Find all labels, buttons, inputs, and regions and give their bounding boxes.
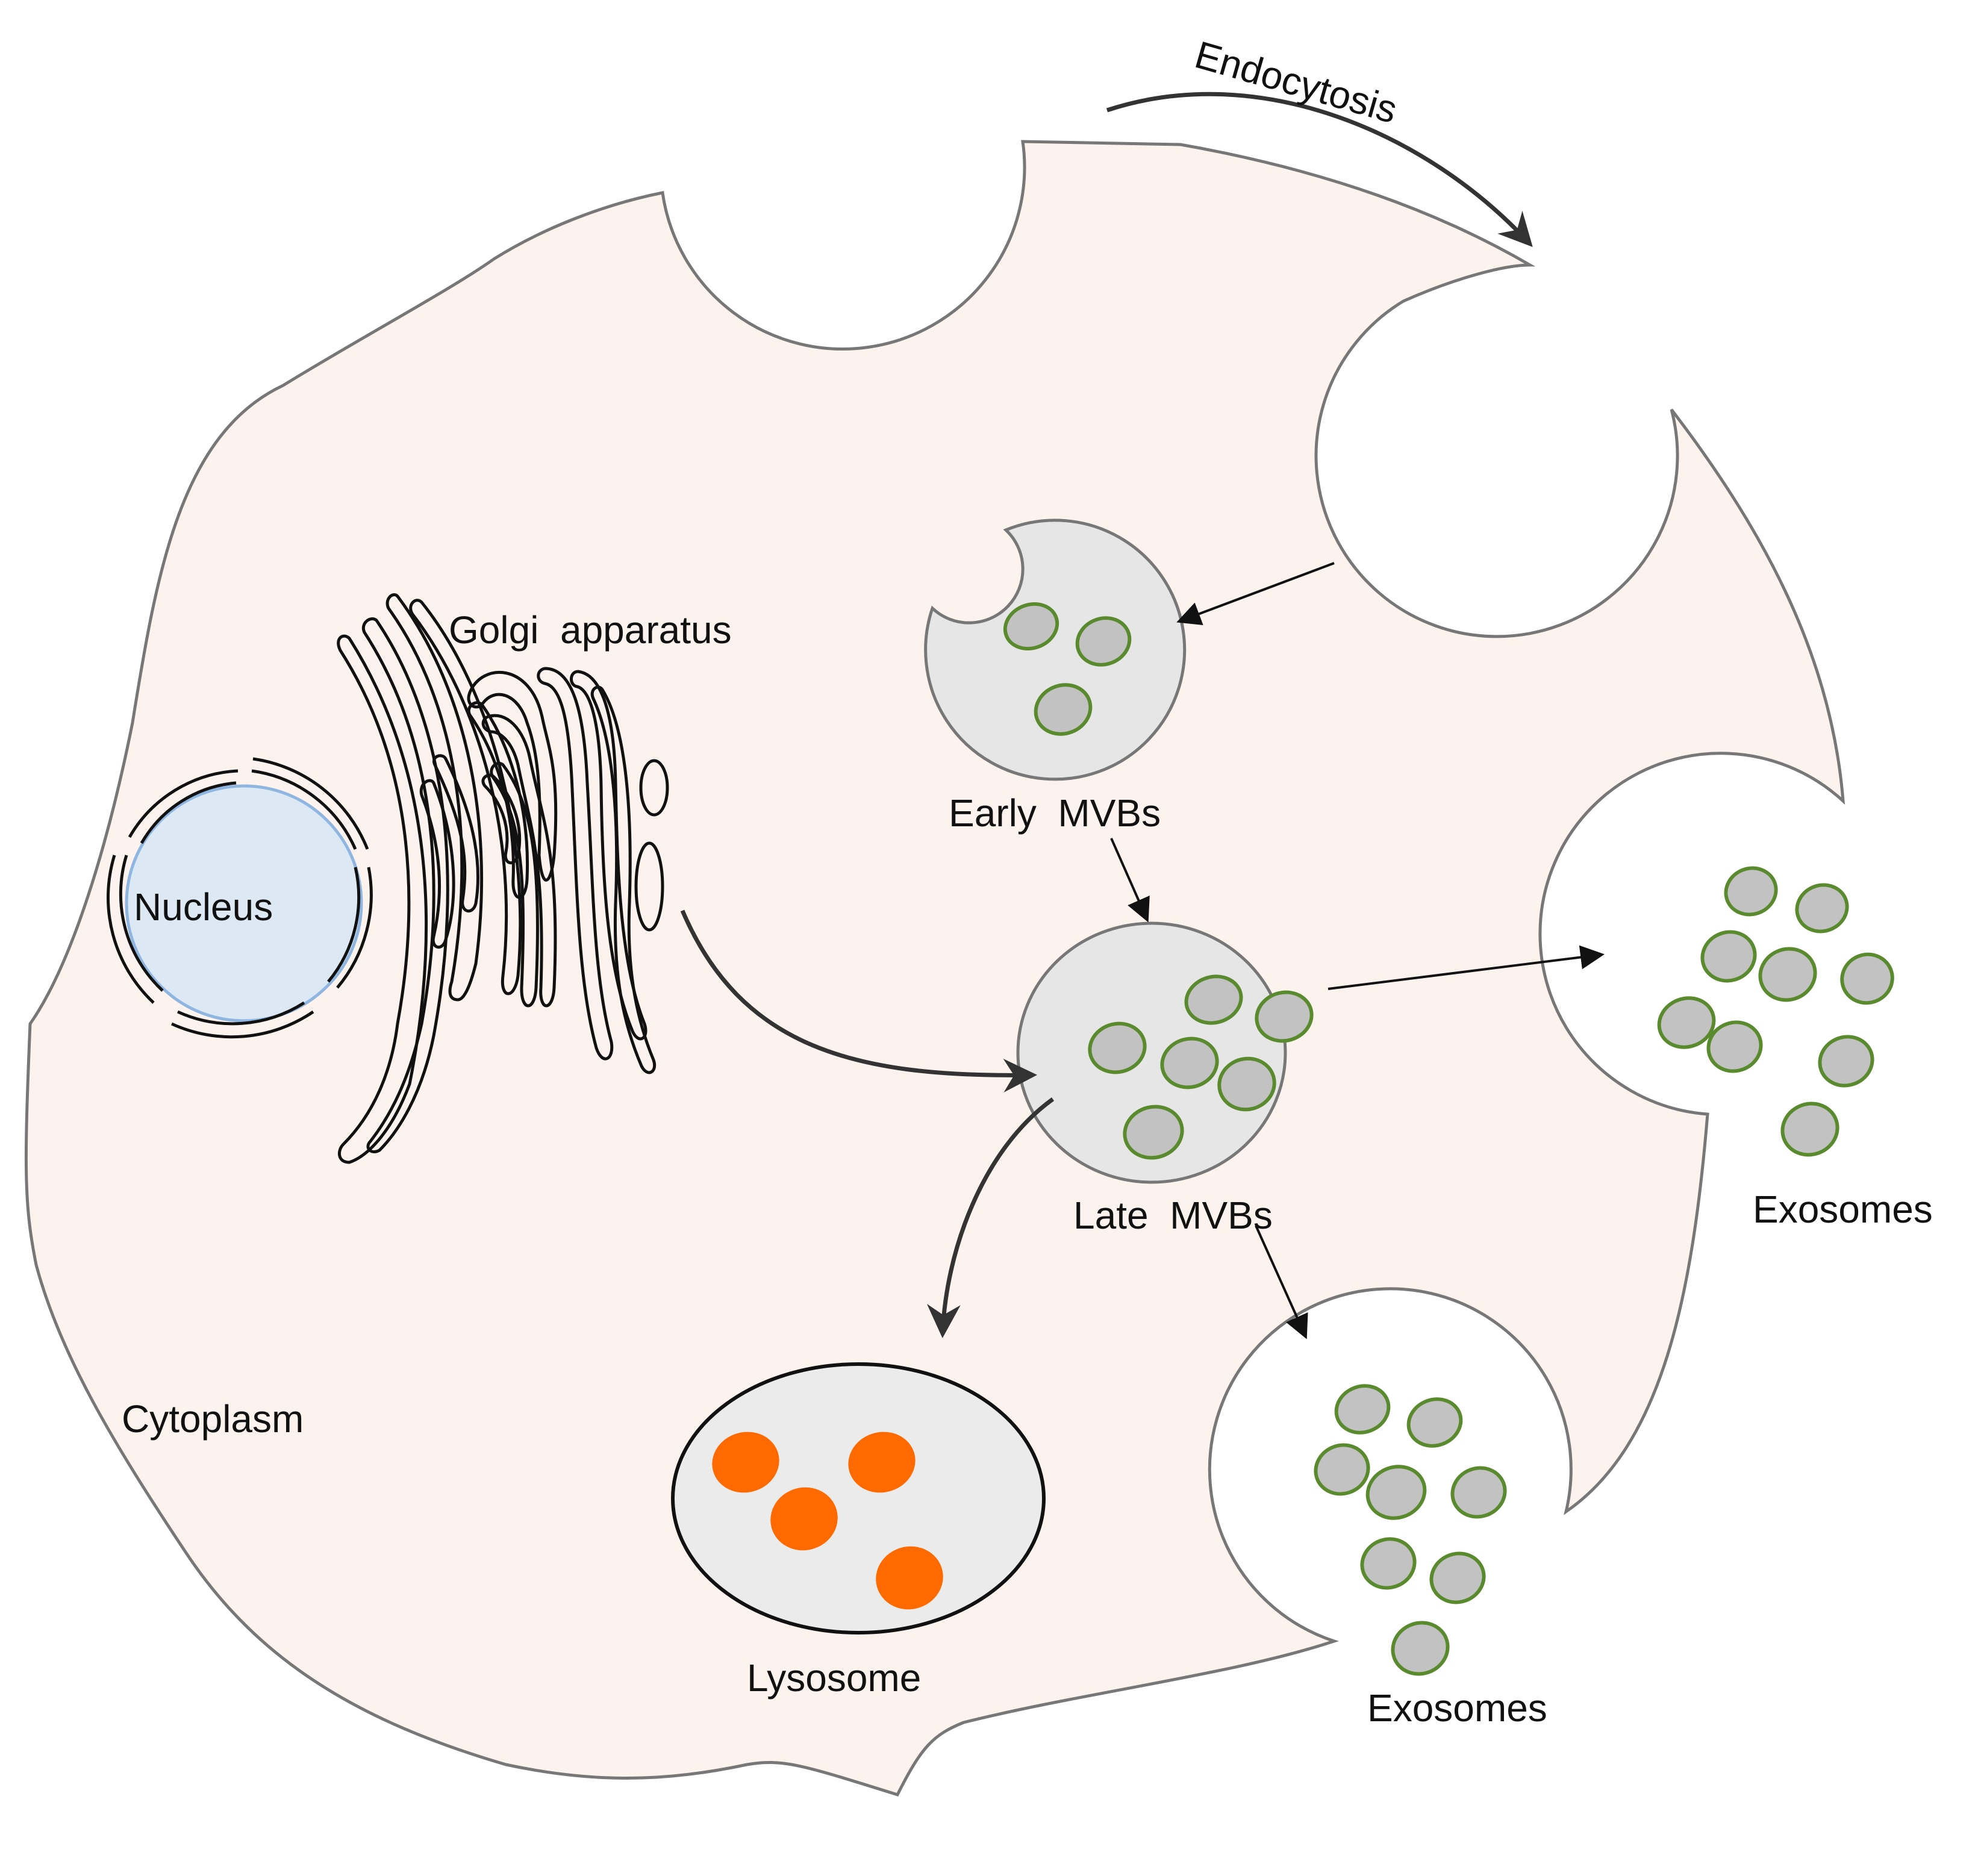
golgi-label: Golgi apparatus bbox=[449, 608, 732, 652]
golgi-apparatus bbox=[337, 593, 669, 1164]
cytoplasm-label: Cytoplasm bbox=[122, 1397, 304, 1441]
exosomes-right bbox=[1657, 866, 1894, 1157]
late-mvb-to-exosomes-right-arrow bbox=[1328, 945, 1605, 990]
arrows bbox=[680, 92, 1605, 1339]
nucleus-body bbox=[125, 784, 363, 1023]
late-mvb-vesicles bbox=[1088, 974, 1314, 1160]
cell-membrane bbox=[24, 140, 1846, 1797]
endocytosis-label: Endocytosis bbox=[1190, 33, 1402, 131]
nucleus-label: Nucleus bbox=[134, 885, 273, 929]
endosome-to-early-mvb-arrow bbox=[1176, 562, 1335, 626]
lysosome-granules bbox=[712, 1432, 943, 1610]
exosomes-bottom bbox=[1314, 1384, 1507, 1676]
early-mvbs-label: Early MVBs bbox=[949, 791, 1161, 835]
exosomes-bottom-label: Exosomes bbox=[1367, 1686, 1547, 1730]
late-mvb bbox=[1016, 921, 1314, 1184]
exosomes-right-label: Exosomes bbox=[1753, 1188, 1933, 1231]
lysosome bbox=[671, 1362, 1046, 1634]
endocytosis-arrow bbox=[1106, 92, 1533, 248]
early-mvb-vesicles bbox=[1003, 602, 1132, 736]
late-mvb-to-lysosome-arrow bbox=[926, 1097, 1055, 1338]
late-mvbs-label: Late MVBs bbox=[1073, 1194, 1273, 1237]
late-mvb-to-exosomes-bottom-arrow bbox=[1255, 1225, 1308, 1339]
early-to-late-mvb-arrow bbox=[1110, 838, 1150, 923]
nuclear-envelope bbox=[107, 757, 373, 1039]
lysosome-body bbox=[671, 1362, 1046, 1634]
early-mvb bbox=[924, 519, 1187, 781]
lysosome-label: Lysosome bbox=[747, 1656, 921, 1700]
golgi-to-late-mvb-arrow bbox=[680, 909, 1037, 1092]
nucleus bbox=[107, 757, 373, 1039]
early-mvb-body bbox=[924, 519, 1187, 781]
